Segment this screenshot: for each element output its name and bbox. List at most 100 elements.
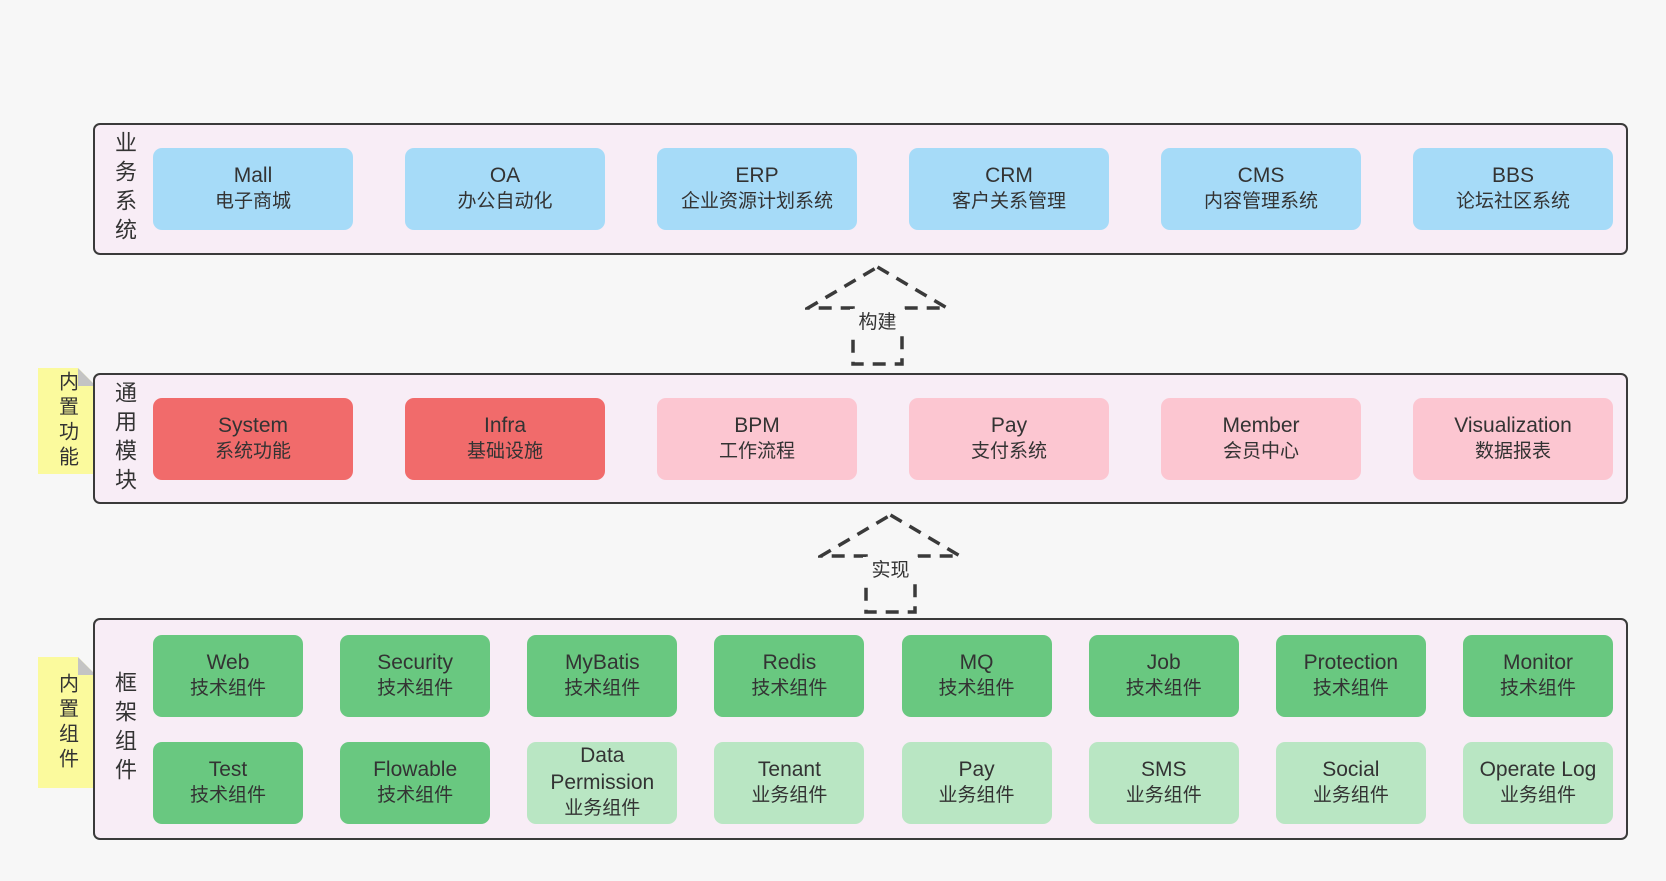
tag-label: 内置功能 [55,371,78,471]
node-operate-log: Operate Log 业务组件 [1462,741,1613,824]
node-subtitle: 技术组件 [751,677,828,699]
panel-content: System 系统功能 Infra 基础设施 BPM 工作流程 Pay 支付系统… [153,375,1613,502]
node-infra: Infra 基础设施 [405,397,605,480]
node-job: Job 技术组件 [1088,634,1239,717]
node-title: System [217,413,288,437]
panel-label-business-systems: 业务系统 [112,131,137,247]
node-row: System 系统功能 Infra 基础设施 BPM 工作流程 Pay 支付系统… [153,397,1613,480]
node-subtitle: 技术组件 [1312,677,1389,699]
arrow-implement-up-icon: 实现 [818,512,963,616]
node-title: Security [377,650,454,674]
node-title: Job [1146,650,1181,674]
panel-common-modules: 通用模块 System 系统功能 Infra 基础设施 BPM 工作流程 Pay… [93,373,1628,504]
node-data-permission: Data Permission 业务组件 [527,741,678,824]
node-subtitle: 基础设施 [466,440,543,462]
node-pay-business: Pay 业务组件 [901,741,1052,824]
node-oa: OA 办公自动化 [405,148,605,230]
node-subtitle: 客户关系管理 [951,191,1066,213]
sticky-tag-builtin-components: 内置组件 [38,657,96,788]
node-title: Web [206,650,250,674]
sticky-tag-builtin-features: 内置功能 [38,368,96,474]
node-title: Pay [990,413,1028,437]
node-subtitle: 业务组件 [1125,784,1202,806]
node-subtitle: 企业资源计划系统 [680,191,833,213]
node-subtitle: 支付系统 [970,440,1047,462]
node-title: Redis [762,650,817,674]
node-crm: CRM 客户关系管理 [909,148,1109,230]
node-web: Web 技术组件 [153,634,303,717]
node-title: Infra [483,413,527,437]
node-system: System 系统功能 [153,397,353,480]
tag-label: 内置组件 [55,672,78,773]
node-test: Test 技术组件 [153,741,303,824]
node-title: CMS [1237,164,1285,188]
node-mall: Mall 电子商城 [153,148,353,230]
node-security: Security 技术组件 [340,634,491,717]
node-subtitle: 技术组件 [189,677,266,699]
node-title: Flowable [373,757,458,781]
node-title: Social [1322,757,1380,781]
node-redis: Redis 技术组件 [714,634,865,717]
node-subtitle: 业务组件 [564,798,641,820]
node-mq: MQ 技术组件 [901,634,1052,717]
node-bbs: BBS 论坛社区系统 [1413,148,1613,230]
node-subtitle: 会员中心 [1222,440,1299,462]
node-visualization: Visualization 数据报表 [1413,397,1613,480]
node-sms: SMS 业务组件 [1088,741,1239,824]
node-title: Monitor [1502,650,1573,674]
node-subtitle: 数据报表 [1474,440,1551,462]
node-title: Tenant [757,757,821,781]
node-subtitle: 业务组件 [751,784,828,806]
panel-content: Mall 电子商城 OA 办公自动化 ERP 企业资源计划系统 CRM 客户关系… [153,125,1613,253]
node-title: Operate Log [1479,757,1597,781]
node-title: Protection [1303,650,1399,674]
node-title: Pay [958,757,995,781]
node-title: Member [1222,413,1300,437]
node-subtitle: 内容管理系统 [1203,191,1318,213]
node-title: SMS [1140,757,1187,781]
panel-label-common-modules: 通用模块 [112,380,137,497]
node-erp: ERP 企业资源计划系统 [657,148,857,230]
node-subtitle: 论坛社区系统 [1455,191,1570,213]
panel-label-framework-components: 框架组件 [112,671,137,787]
node-subtitle: 技术组件 [1499,677,1576,699]
node-title: OA [489,164,521,188]
node-flowable: Flowable 技术组件 [340,741,491,824]
node-title: BBS [1491,164,1535,188]
node-title: Data Permission [550,744,655,795]
node-subtitle: 工作流程 [718,440,795,462]
node-subtitle: 业务组件 [1499,784,1576,806]
panel-framework-components: 框架组件 Web 技术组件 Security 技术组件 MyBatis 技术组件… [93,618,1628,840]
node-title: Test [208,757,248,781]
panel-business-systems: 业务系统 Mall 电子商城 OA 办公自动化 ERP 企业资源计划系统 CRM… [93,123,1628,255]
node-row: Test 技术组件 Flowable 技术组件 Data Permission … [153,741,1613,824]
node-title: Visualization [1454,413,1572,437]
node-tenant: Tenant 业务组件 [714,741,865,824]
node-mybatis: MyBatis 技术组件 [527,634,678,717]
node-protection: Protection 技术组件 [1275,634,1426,717]
node-subtitle: 技术组件 [1125,677,1202,699]
node-member: Member 会员中心 [1161,397,1361,480]
node-subtitle: 技术组件 [377,677,454,699]
node-title: CRM [985,164,1033,188]
node-subtitle: 技术组件 [938,677,1015,699]
arrow-label: 构建 [858,311,896,333]
node-title: BPM [734,413,780,437]
node-monitor: Monitor 技术组件 [1462,634,1613,717]
node-subtitle: 系统功能 [214,440,291,462]
node-subtitle: 电子商城 [214,191,291,213]
node-title: MQ [959,650,994,674]
node-subtitle: 技术组件 [377,784,454,806]
node-cms: CMS 内容管理系统 [1161,148,1361,230]
node-title: MyBatis [564,650,640,674]
node-subtitle: 业务组件 [1312,784,1389,806]
node-subtitle: 技术组件 [564,677,641,699]
panel-content: Web 技术组件 Security 技术组件 MyBatis 技术组件 Redi… [153,620,1613,838]
node-row: Web 技术组件 Security 技术组件 MyBatis 技术组件 Redi… [153,634,1613,717]
node-row: Mall 电子商城 OA 办公自动化 ERP 企业资源计划系统 CRM 客户关系… [153,148,1613,230]
node-bpm: BPM 工作流程 [657,397,857,480]
node-social: Social 业务组件 [1275,741,1426,824]
node-subtitle: 办公自动化 [457,191,553,213]
arrow-build-up-icon: 构建 [805,264,950,368]
